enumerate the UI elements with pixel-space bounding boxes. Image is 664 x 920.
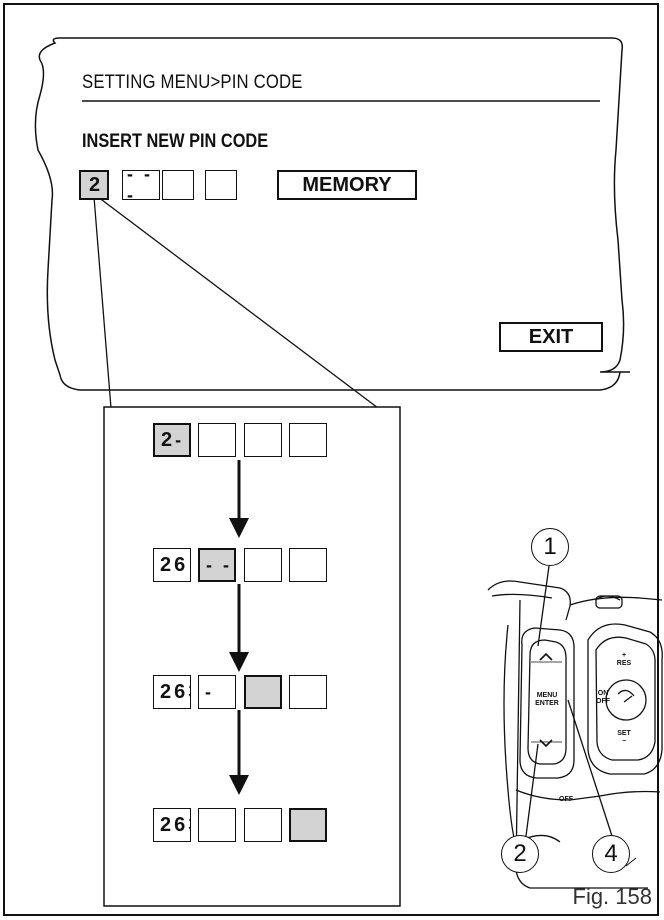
sequence-step-3-cell-4: [289, 675, 327, 709]
pending-dashes: - -: [206, 554, 232, 575]
arrow-down-icon: [229, 710, 249, 795]
zoom-line-left: [93, 196, 112, 409]
sequence-step-3-cell-3: [244, 675, 282, 709]
entered-digits: 2639: [160, 813, 190, 836]
pin-digit-4[interactable]: [205, 170, 237, 200]
pin-digit-2[interactable]: - - -: [122, 170, 160, 200]
sequence-step-4-cell-1: 2639: [153, 808, 191, 842]
entered-digits: 263: [160, 680, 190, 703]
menu-path: SETTING MENU>PIN CODE: [82, 72, 303, 93]
sequence-step-1-cell-1: 2- - -: [153, 423, 191, 457]
callout-2: 2: [501, 835, 539, 873]
arrow-down-icon: [229, 584, 249, 672]
sequence-step-4-cell-4: [289, 808, 327, 842]
display-screen-outline: [34, 37, 630, 391]
sequence-step-1-cell-4: [289, 423, 327, 457]
zoom-line-right: [97, 196, 379, 409]
sequence-step-4-cell-3: [244, 808, 282, 842]
pin-digit-1[interactable]: 2: [79, 170, 109, 200]
exit-button[interactable]: EXIT: [499, 322, 603, 352]
memory-button[interactable]: MEMORY: [277, 170, 417, 200]
sequence-step-1-cell-2: [198, 423, 236, 457]
callout-4: 4: [592, 835, 630, 873]
sequence-step-2-cell-2: - -: [198, 548, 236, 582]
res-label: + RES: [616, 652, 632, 667]
insert-pin-label: INSERT NEW PIN CODE: [82, 131, 269, 152]
pending-dashes: - - -: [175, 425, 185, 455]
callout-1: 1: [531, 528, 569, 566]
sequence-step-3-cell-1: 263: [153, 675, 191, 709]
pin-digit-text: 2: [89, 173, 104, 196]
handlebar-switch-illustration: [487, 565, 663, 889]
menu-enter-label: MENU ENTER: [535, 692, 559, 707]
figure-caption: Fig. 158: [572, 884, 653, 909]
sequence-step-2-cell-3: [244, 548, 282, 582]
entered-digits: 2: [161, 428, 176, 451]
sequence-step-3-cell-2: -: [198, 675, 236, 709]
sequence-step-2-cell-1: 26: [153, 548, 191, 582]
sequence-step-1-cell-3: [244, 423, 282, 457]
sequence-step-4-cell-2: [198, 808, 236, 842]
pin-digit-3[interactable]: [162, 170, 194, 200]
pending-dashes: -: [205, 681, 214, 702]
pin-dashes: - - -: [127, 170, 153, 200]
sequence-step-2-cell-4: [289, 548, 327, 582]
arrow-down-icon: [229, 460, 249, 538]
entered-digits: 26: [160, 553, 189, 576]
off-label: OFF: [559, 796, 573, 803]
on-off-label: ON OFF: [596, 690, 610, 705]
set-label: SET −: [617, 730, 631, 745]
